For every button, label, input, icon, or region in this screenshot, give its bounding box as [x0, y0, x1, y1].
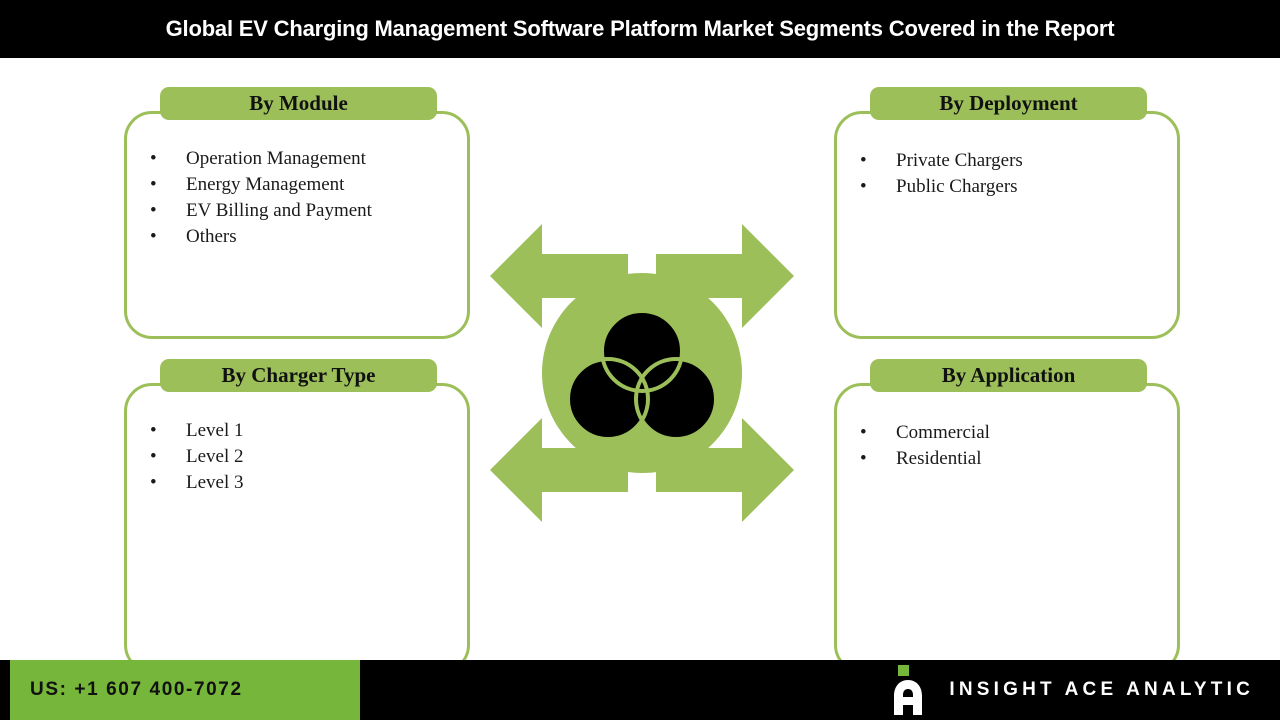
list-item: • Commercial	[834, 420, 1180, 446]
insight-ace-analytic-logo	[885, 664, 931, 716]
footer-brand-block: INSIGHT ACE ANALYTIC	[885, 660, 1254, 720]
title-bar: Global EV Charging Management Software P…	[0, 0, 1280, 58]
list-item: • Level 1	[124, 418, 470, 444]
segment-heading-application: By Application	[870, 359, 1147, 392]
arrow-top-double	[490, 224, 794, 344]
bullet-icon: •	[150, 420, 157, 441]
footer-phone-number: US: +1 607 400-7072	[30, 679, 243, 700]
footer-bar: US: +1 607 400-7072 INSIGHT ACE ANALYTIC	[0, 660, 1280, 720]
segment-card-deployment	[834, 111, 1180, 339]
bullet-icon: •	[150, 148, 157, 169]
segment-heading-charger-type-label: By Charger Type	[221, 363, 376, 387]
bullet-icon: •	[860, 422, 867, 443]
list-item-label: Operation Management	[186, 148, 366, 169]
three-overlapping-circles-icon	[566, 309, 718, 441]
list-item-label: Private Chargers	[896, 150, 1023, 171]
list-item: • Others	[124, 224, 470, 250]
logo-letter-a	[894, 680, 923, 715]
list-item-label: Level 3	[186, 472, 244, 493]
list-item: • Level 3	[124, 470, 470, 496]
list-item-label: Others	[186, 226, 237, 247]
segment-heading-deployment-label: By Deployment	[939, 91, 1078, 115]
list-item: • Operation Management	[124, 146, 470, 172]
segment-heading-module: By Module	[160, 87, 437, 120]
footer-phone-block: US: +1 607 400-7072	[10, 660, 360, 720]
segment-list-deployment: • Private Chargers • Public Chargers	[834, 148, 1180, 200]
list-item: • Residential	[834, 446, 1180, 472]
footer-brand-name: INSIGHT ACE ANALYTIC	[949, 679, 1254, 700]
list-item-label: EV Billing and Payment	[186, 200, 372, 221]
list-item-label: Public Chargers	[896, 176, 1018, 197]
bullet-icon: •	[150, 226, 157, 247]
diagram-canvas: By Module • Operation Management • Energy …	[0, 58, 1280, 673]
segment-list-module: • Operation Management • Energy Management…	[124, 146, 470, 250]
segment-card-module	[124, 111, 470, 339]
bullet-icon: •	[860, 150, 867, 171]
segment-list-charger-type: • Level 1 • Level 2 • Level 3	[124, 418, 470, 496]
list-item-label: Level 1	[186, 420, 244, 441]
bullet-icon: •	[860, 176, 867, 197]
list-item: • EV Billing and Payment	[124, 198, 470, 224]
page-title: Global EV Charging Management Software P…	[165, 16, 1115, 41]
bullet-icon: •	[150, 472, 157, 493]
list-item: • Public Chargers	[834, 174, 1180, 200]
list-item-label: Commercial	[896, 422, 990, 443]
list-item: • Level 2	[124, 444, 470, 470]
list-item-label: Energy Management	[186, 174, 345, 195]
bullet-icon: •	[150, 446, 157, 467]
segment-heading-charger-type: By Charger Type	[160, 359, 437, 392]
list-item: • Private Chargers	[834, 148, 1180, 174]
segment-list-application: • Commercial • Residential	[834, 420, 1180, 472]
bullet-icon: •	[150, 174, 157, 195]
bullet-icon: •	[150, 200, 157, 221]
list-item: • Energy Management	[124, 172, 470, 198]
segment-heading-deployment: By Deployment	[870, 87, 1147, 120]
list-item-label: Residential	[896, 448, 982, 469]
segment-heading-module-label: By Module	[249, 91, 348, 115]
arrow-bottom-double	[490, 402, 794, 522]
list-item-label: Level 2	[186, 446, 244, 467]
logo-green-square	[898, 665, 910, 676]
center-hub	[480, 158, 804, 588]
segment-heading-application-label: By Application	[941, 363, 1076, 387]
bullet-icon: •	[860, 448, 867, 469]
